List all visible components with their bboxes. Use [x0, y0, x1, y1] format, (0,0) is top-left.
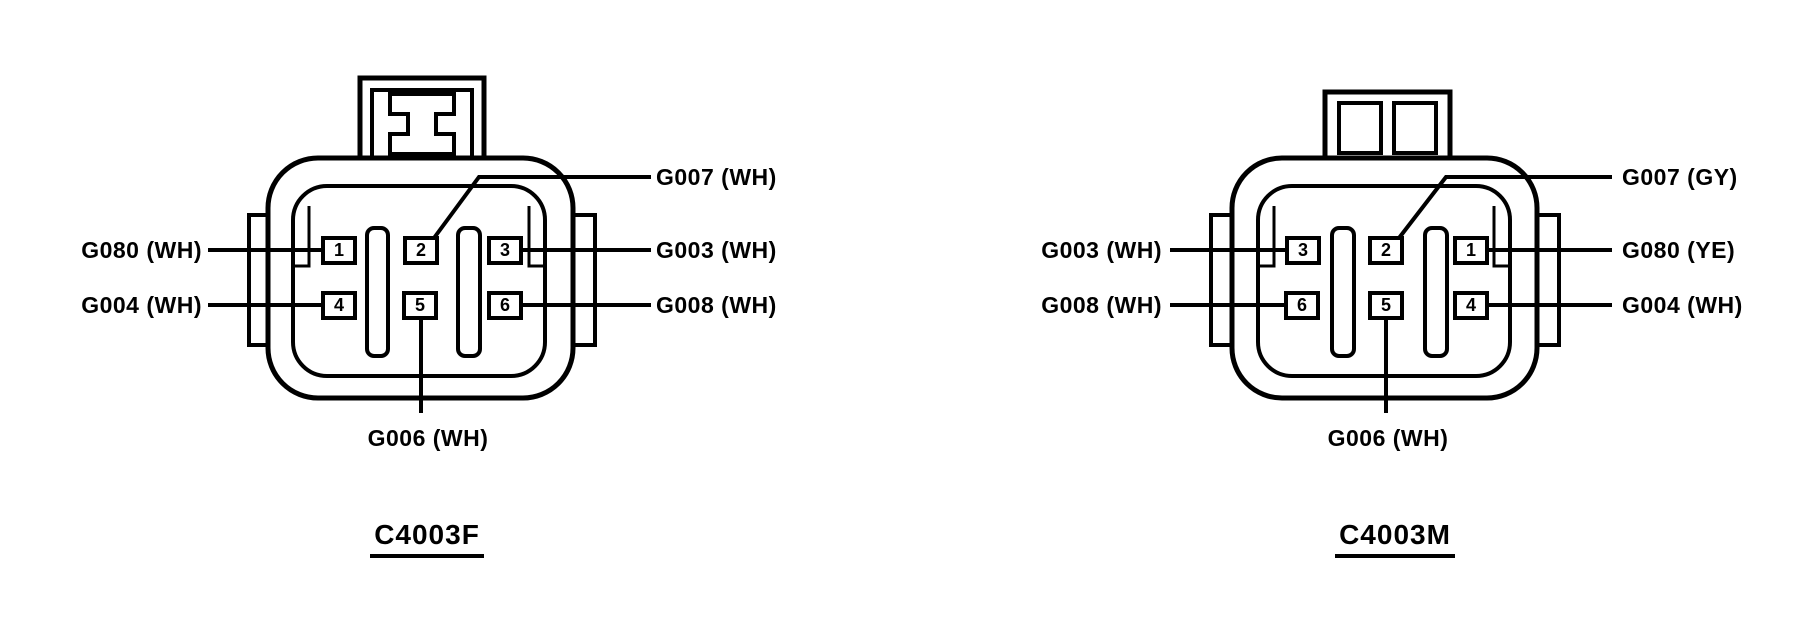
f-pin-box-r1c1: 1: [321, 236, 357, 265]
f-cavity-step-left: [295, 206, 311, 268]
f-callout-left-row2: G004 (WH): [81, 292, 202, 318]
m-callout-right-row2: G004 (WH): [1622, 292, 1743, 318]
m-pin-box-r2c1: 6: [1284, 291, 1320, 320]
m-pin-box-r1c2: 2: [1368, 236, 1404, 265]
connector-m-caption: C4003M: [1335, 519, 1455, 558]
m-caption-wrap: C4003M: [1295, 519, 1495, 558]
m-cavity-step-left: [1260, 206, 1276, 268]
connector-m-drawing: [1170, 89, 1612, 413]
m-callout-top-right: G007 (GY): [1622, 164, 1738, 190]
f-pin-box-r2c1: 4: [321, 291, 357, 320]
f-cavity-step-right: [527, 206, 543, 268]
f-callout-bottom: G006 (WH): [367, 425, 489, 451]
f-callout-left-row1: G080 (WH): [81, 237, 202, 263]
m-callout-left-row2: G008 (WH): [1041, 292, 1162, 318]
connector-f-caption: C4003F: [370, 519, 484, 558]
m-callout-left-row1: G003 (WH): [1041, 237, 1162, 263]
m-pin-box-r1c3: 1: [1453, 236, 1489, 265]
f-leader-top-right: [432, 175, 651, 240]
m-locking-tab-cutout-left: [1337, 101, 1383, 155]
m-locking-tab-cutout-right: [1392, 101, 1438, 155]
m-callout-bottom: G006 (WH): [1327, 425, 1449, 451]
f-callout-top-right: G007 (WH): [656, 164, 777, 190]
m-key-slot-2: [1423, 226, 1449, 358]
f-locking-tab-cutout: [388, 92, 456, 156]
f-pin-box-r2c3: 6: [487, 291, 523, 320]
m-pin-box-r2c2: 5: [1368, 291, 1404, 320]
f-locking-tab-inner: [370, 88, 474, 163]
f-pin-box-r2c2: 5: [402, 291, 438, 320]
m-callout-right-row1: G080 (YE): [1622, 237, 1736, 263]
m-pin-box-r2c3: 4: [1453, 291, 1489, 320]
f-key-slot-2: [456, 226, 482, 358]
m-cavity-step-right: [1492, 206, 1508, 268]
f-callout-right-row1: G003 (WH): [656, 237, 777, 263]
f-caption-wrap: C4003F: [327, 519, 527, 558]
f-pin-box-r1c2: 2: [403, 236, 439, 265]
m-leader-top-right: [1397, 175, 1612, 240]
f-key-slot-1: [365, 226, 390, 358]
f-pin-box-r1c3: 3: [487, 236, 523, 265]
connector-f-drawing: [208, 75, 651, 413]
m-pin-box-r1c1: 3: [1285, 236, 1321, 265]
m-key-slot-1: [1330, 226, 1356, 358]
f-callout-right-row2: G008 (WH): [656, 292, 777, 318]
